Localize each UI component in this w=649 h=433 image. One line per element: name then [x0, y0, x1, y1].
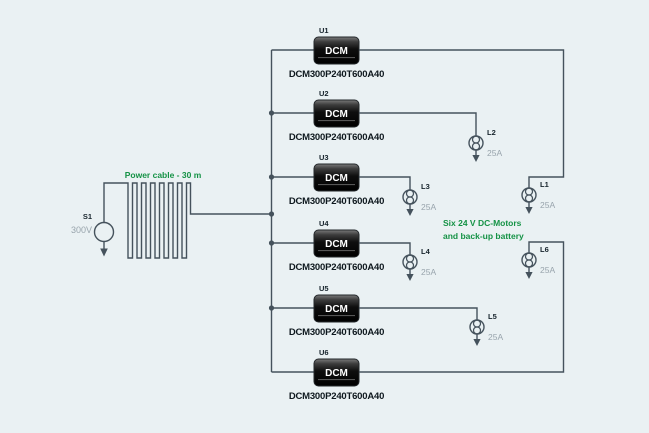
part-number-label: DCM300P240T600A40	[289, 69, 384, 80]
load-branch-wire	[359, 176, 411, 190]
part-number-label: DCM300P240T600A40	[289, 391, 384, 402]
converter-ref-label: U4	[319, 219, 329, 228]
converter-u3[interactable]: DCM U3 DCM300P240T600A40	[289, 153, 385, 207]
chip-name-label: DCM	[325, 109, 348, 120]
load-l5[interactable]: L5 25A	[359, 307, 503, 346]
chip-name-label: DCM	[325, 368, 348, 379]
current-source-inner-icon	[472, 319, 482, 328]
chip-gloss-line	[318, 315, 355, 317]
chip-name-label: DCM	[325, 304, 348, 315]
chip-gloss-line	[318, 184, 355, 186]
current-source-inner-icon	[524, 194, 534, 203]
converter-ref-label: U1	[319, 26, 329, 35]
current-source-inner-icon	[471, 135, 481, 144]
source-s1[interactable]: S1 300V	[71, 182, 272, 259]
load-ref-label: L1	[540, 180, 549, 189]
source-voltage-label: 300V	[71, 225, 92, 235]
cable-coil-wire	[103, 182, 272, 259]
cable-label: Power cable - 30 m	[125, 170, 202, 180]
source-ref-label: S1	[83, 212, 92, 221]
part-number-label: DCM300P240T600A40	[289, 196, 384, 207]
junction-dot	[268, 110, 275, 116]
current-source-inner-icon	[471, 142, 481, 151]
current-source-inner-icon	[405, 261, 415, 270]
voltage-source-icon[interactable]	[93, 221, 115, 243]
load-branch-wire	[359, 307, 478, 320]
annotation-line2: and back-up battery	[443, 231, 524, 241]
load-current-label: 25A	[487, 148, 502, 158]
chip-name-label: DCM	[325, 46, 348, 57]
chip-gloss-line	[318, 250, 355, 252]
load-ref-label: L3	[421, 182, 430, 191]
current-source-inner-icon	[524, 259, 534, 268]
load-ref-label: L4	[421, 247, 431, 256]
current-source-inner-icon	[472, 326, 482, 335]
chip-gloss-line	[318, 379, 355, 381]
annotation-line1: Six 24 V DC-Motors	[443, 218, 522, 228]
current-source-inner-icon	[405, 254, 415, 263]
load-arrow-icon	[472, 155, 480, 162]
load-l3[interactable]: L3 25A	[359, 176, 436, 216]
load-l1[interactable]: L1 25A	[359, 49, 565, 214]
converter-u4[interactable]: DCM U4 DCM300P240T600A40	[289, 219, 385, 273]
part-number-label: DCM300P240T600A40	[289, 132, 384, 143]
load-branch-wire	[359, 242, 411, 255]
load-ref-label: L6	[540, 245, 549, 254]
load-branch-wire	[359, 49, 565, 188]
chip-name-label: DCM	[325, 173, 348, 184]
source-arrow-icon	[100, 248, 108, 257]
input-bus	[268, 49, 314, 373]
converter-ref-label: U5	[319, 284, 329, 293]
junction-dot	[268, 174, 275, 180]
converter-u5[interactable]: DCM U5 DCM300P240T600A40	[289, 284, 385, 338]
load-branch-wire	[359, 241, 565, 373]
part-number-label: DCM300P240T600A40	[289, 327, 384, 338]
current-source-inner-icon	[405, 196, 415, 205]
load-arrow-icon	[473, 339, 481, 346]
load-current-label: 25A	[488, 332, 503, 342]
converter-ref-label: U2	[319, 89, 329, 98]
chip-name-label: DCM	[325, 239, 348, 250]
load-l4[interactable]: L4 25A	[359, 242, 436, 281]
converter-ref-label: U3	[319, 153, 329, 162]
annotation-text: Six 24 V DC-Motors and back-up battery	[443, 218, 524, 241]
current-source-inner-icon	[524, 187, 534, 196]
converter-ref-label: U6	[319, 348, 329, 357]
current-source-inner-icon	[524, 252, 534, 261]
junction-dot	[268, 211, 275, 217]
load-current-label: 25A	[421, 267, 436, 277]
converter-u2[interactable]: DCM U2 DCM300P240T600A40	[289, 89, 385, 143]
load-current-label: 25A	[540, 265, 555, 275]
chip-gloss-line	[318, 120, 355, 122]
load-arrow-icon	[525, 272, 533, 279]
part-number-label: DCM300P240T600A40	[289, 262, 384, 273]
load-arrow-icon	[525, 207, 533, 214]
load-ref-label: L5	[488, 312, 497, 321]
chip-gloss-line	[318, 57, 355, 59]
junction-dot	[268, 305, 275, 311]
current-source-inner-icon	[405, 189, 415, 198]
converter-u6[interactable]: DCM U6 DCM300P240T600A40	[289, 348, 385, 402]
junction-dot	[268, 240, 275, 246]
load-ref-label: L2	[487, 128, 496, 137]
load-current-label: 25A	[540, 200, 555, 210]
load-current-label: 25A	[421, 202, 436, 212]
load-arrow-icon	[406, 209, 414, 216]
load-arrow-icon	[406, 274, 414, 281]
load-l2[interactable]: L2 25A	[359, 112, 502, 162]
load-branch-wire	[359, 112, 477, 136]
load-l6[interactable]: L6 25A	[359, 241, 565, 373]
converter-u1[interactable]: DCM U1 DCM300P240T600A40	[289, 26, 385, 80]
